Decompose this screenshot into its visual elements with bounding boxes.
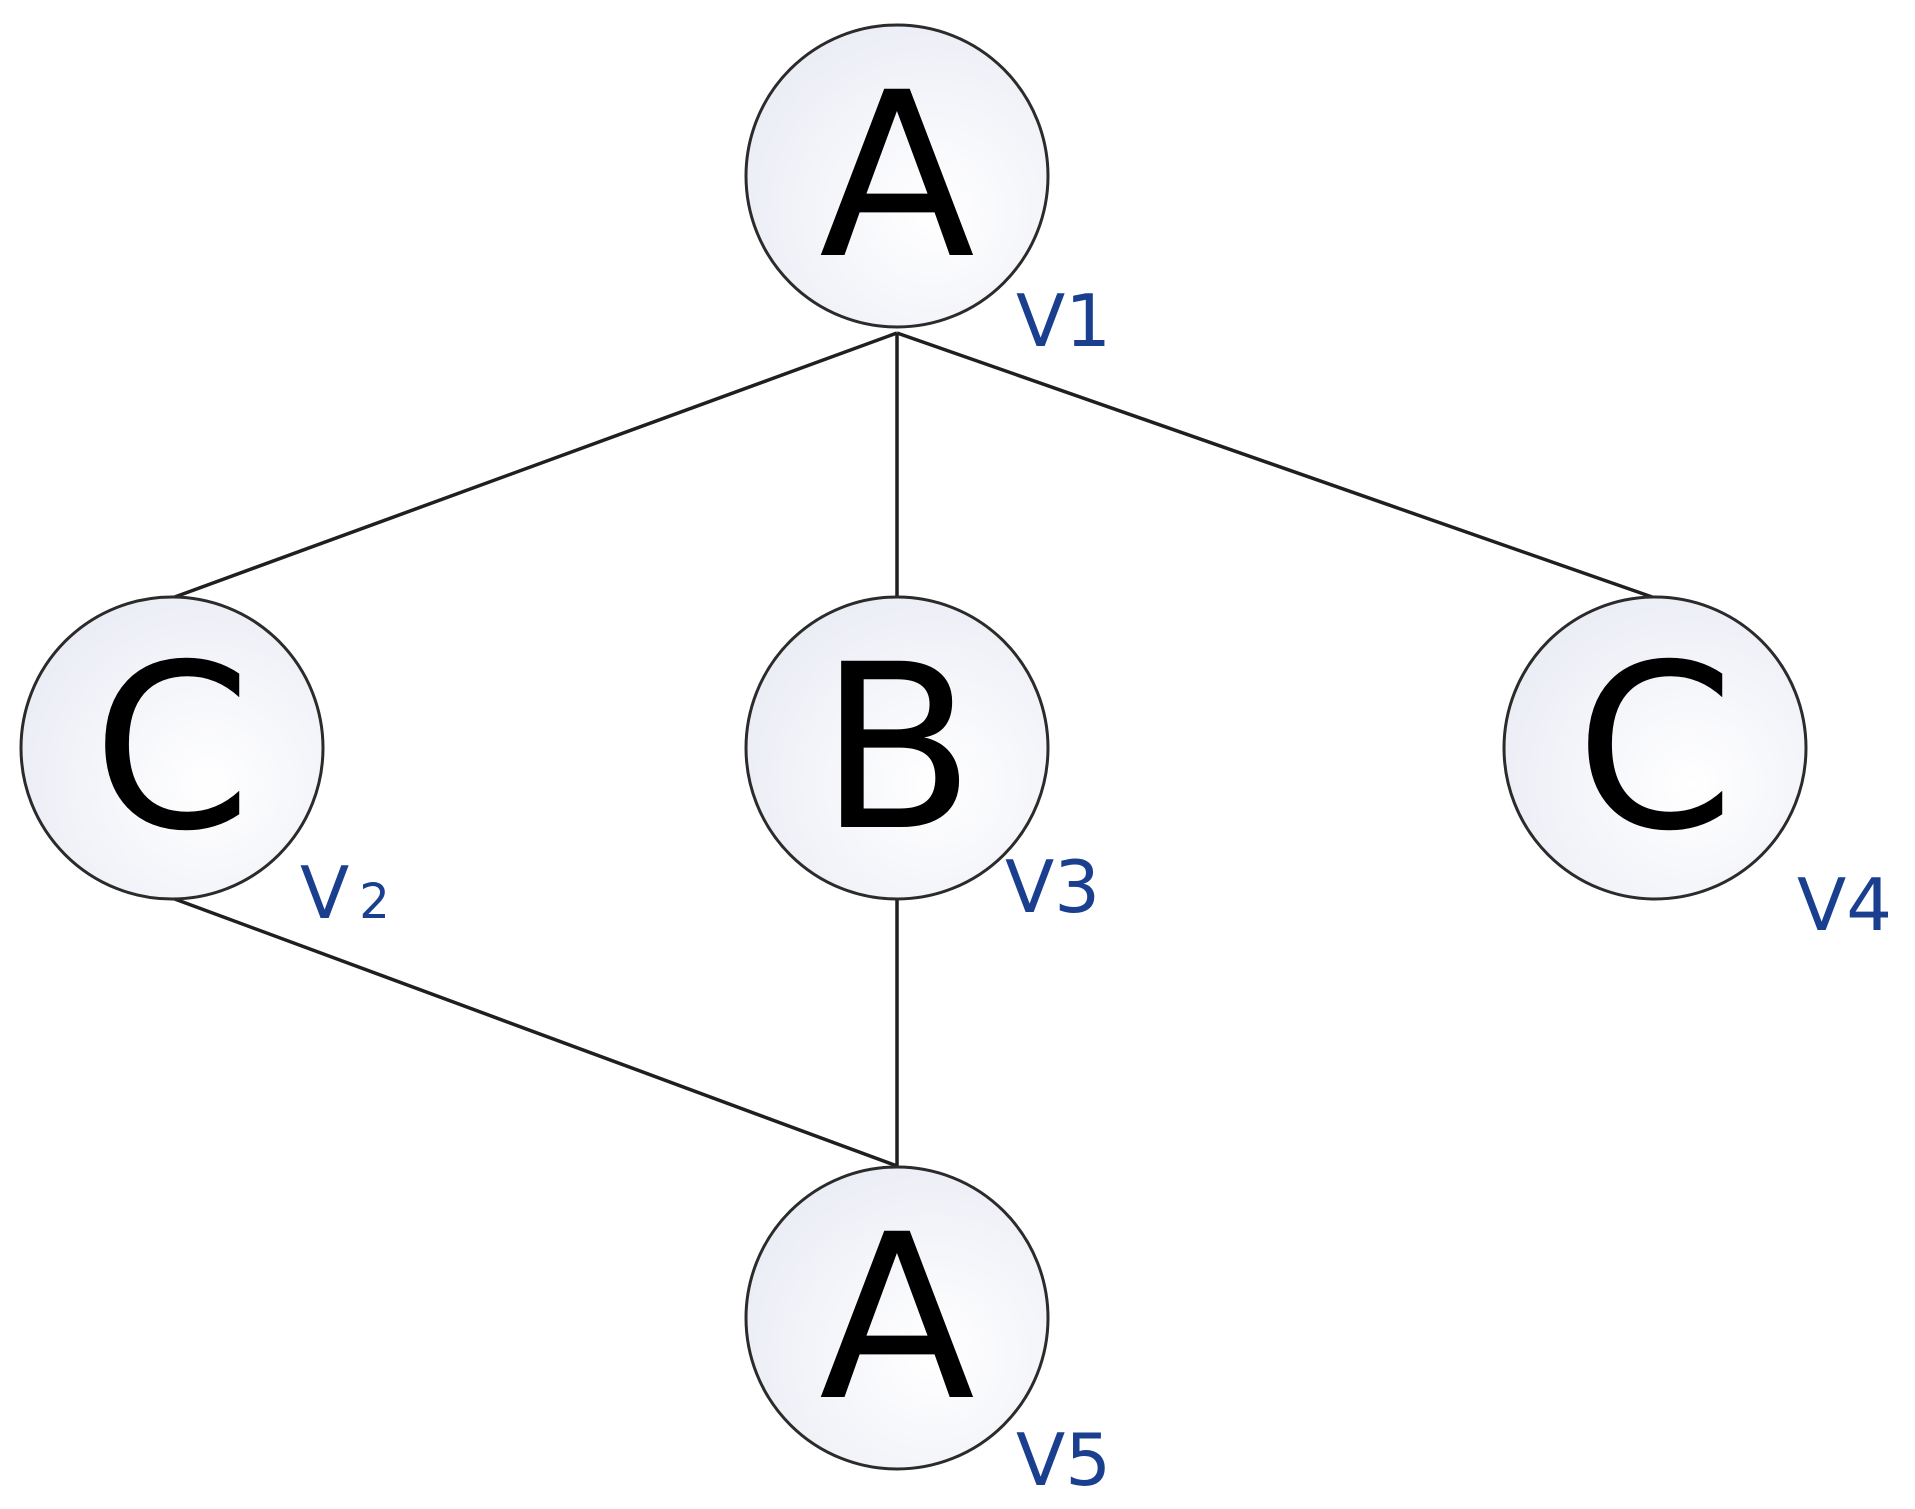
- node-v3-circle: [744, 595, 1050, 901]
- node-v1: A V1: [744, 23, 1111, 363]
- edge-v1-v2: [171, 331, 898, 600]
- node-v3-letter: B: [819, 615, 975, 881]
- node-v3: B V3: [744, 595, 1100, 929]
- node-v5-letter: A: [819, 1185, 975, 1451]
- node-v2-label-sub: 2: [359, 874, 390, 930]
- node-v4-circle: [1502, 595, 1808, 901]
- node-v1-label: V1: [1016, 279, 1111, 363]
- node-v1-circle: [744, 23, 1050, 329]
- node-v3-label: V3: [1005, 845, 1100, 929]
- node-v2-circle: [19, 595, 325, 901]
- node-v4-letter: C: [1575, 615, 1734, 881]
- node-v3-label-main: V3: [1005, 845, 1100, 929]
- edge-v1-v4: [896, 331, 1656, 600]
- node-v4-label: V4: [1797, 863, 1892, 947]
- node-v5-label: V5: [1016, 1418, 1111, 1502]
- edge-v2-v5: [171, 896, 898, 1168]
- node-v1-label-main: V1: [1016, 279, 1111, 363]
- node-v5-label-main: V5: [1016, 1418, 1111, 1502]
- node-v4-label-main: V4: [1797, 863, 1892, 947]
- node-v2-label-main: V: [300, 851, 349, 935]
- edges: [171, 331, 1656, 1168]
- node-v4: C V4: [1502, 595, 1892, 947]
- node-v1-letter: A: [819, 43, 975, 309]
- node-v5: A V5: [744, 1165, 1111, 1502]
- node-v5-circle: [744, 1165, 1050, 1471]
- node-v2-letter: C: [92, 615, 251, 881]
